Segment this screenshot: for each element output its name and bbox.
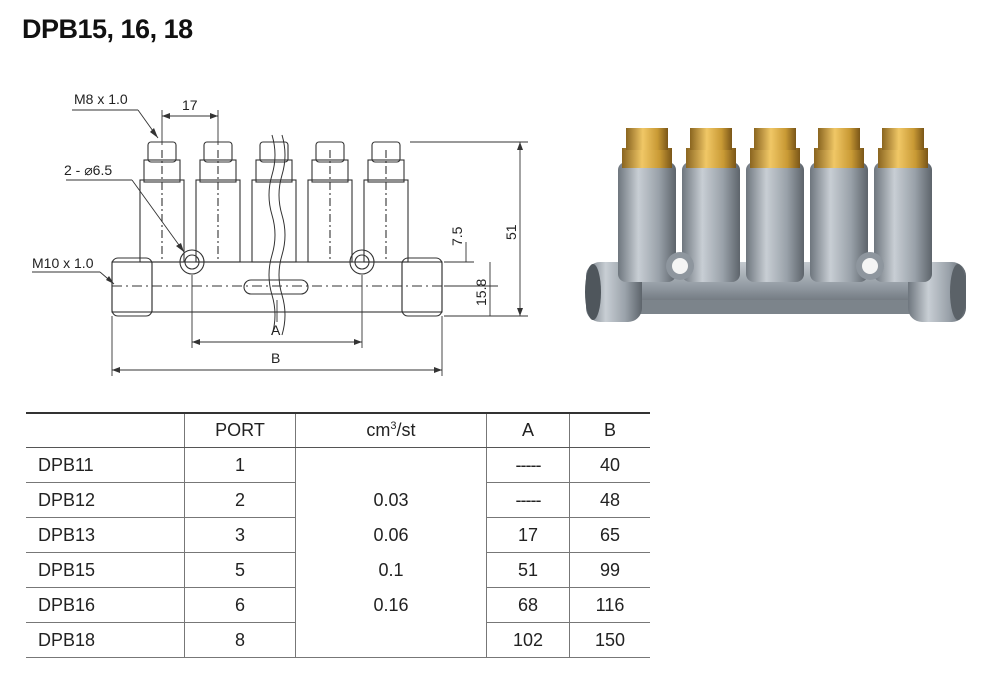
header-a: A	[486, 412, 570, 448]
thread-inlet-label: M10 x 1.0	[32, 255, 94, 271]
cm-values-cell: 0.03 0.06 0.1 0.16	[295, 447, 487, 658]
table-row: DPB15 5 51 99	[26, 552, 650, 588]
mount-hole-label: 2 - ⌀6.5	[64, 162, 112, 178]
b-cell: 99	[569, 552, 650, 588]
port-cell: 3	[184, 517, 296, 553]
table-row: DPB16 6 68 116	[26, 587, 650, 623]
model-cell: DPB11	[26, 447, 185, 483]
header-cm-per-stroke: cm3/st	[295, 412, 487, 448]
a-cell: 102	[486, 622, 570, 658]
product-photo	[585, 128, 966, 322]
model-cell: DPB16	[26, 587, 185, 623]
model-cell: DPB13	[26, 517, 185, 553]
b-cell: 150	[569, 622, 650, 658]
a-cell: -----	[486, 447, 570, 483]
a-cell: 51	[486, 552, 570, 588]
table-row: DPB13 3 17 65	[26, 517, 650, 553]
page-title: DPB15, 16, 18	[22, 14, 193, 44]
a-cell: 17	[486, 517, 570, 553]
a-cell: -----	[486, 482, 570, 518]
header-port: PORT	[184, 412, 296, 448]
valve-bodies	[139, 141, 409, 263]
dim-b-label: B	[271, 350, 280, 366]
dimension-lines	[32, 109, 528, 376]
offset-small-label: 7.5	[449, 226, 465, 246]
spec-table: PORT cm3/st A B DPB11 1 0.03 0.06 0.1 0.…	[26, 412, 650, 658]
offset-base-label: 15.8	[473, 279, 489, 306]
port-cell: 1	[184, 447, 296, 483]
model-cell: DPB15	[26, 552, 185, 588]
b-cell: 48	[569, 482, 650, 518]
dim-a-label: A	[271, 322, 281, 338]
thread-top-label: M8 x 1.0	[74, 91, 128, 107]
port-cell: 6	[184, 587, 296, 623]
cm-value: 0.1	[378, 559, 404, 580]
table-row: DPB11 1 0.03 0.06 0.1 0.16 ----- 40	[26, 447, 650, 658]
b-cell: 65	[569, 517, 650, 553]
height-total-label: 51	[503, 224, 519, 240]
table-row: DPB12 2 ----- 48	[26, 482, 650, 518]
cm-value: 0.06	[373, 524, 409, 545]
break-lines	[268, 134, 286, 336]
technical-drawing: M8 x 1.0 17 2 - ⌀6.5 M10 x 1.0 A B 51 7.…	[32, 91, 966, 376]
model-cell: DPB12	[26, 482, 185, 518]
header-b: B	[569, 412, 650, 448]
port-cell: 8	[184, 622, 296, 658]
b-cell: 116	[569, 587, 650, 623]
pitch-label: 17	[182, 97, 198, 113]
model-cell: DPB18	[26, 622, 185, 658]
cm-value: 0.16	[373, 594, 409, 615]
header-model	[26, 412, 185, 448]
table-row: DPB18 8 102 150	[26, 622, 650, 658]
port-cell: 5	[184, 552, 296, 588]
a-cell: 68	[486, 587, 570, 623]
table-header-row: PORT cm3/st A B	[26, 412, 650, 448]
port-cell: 2	[184, 482, 296, 518]
dimension-arrows	[106, 113, 523, 373]
cm-value: 0.03	[373, 489, 409, 510]
b-cell: 40	[569, 447, 650, 483]
